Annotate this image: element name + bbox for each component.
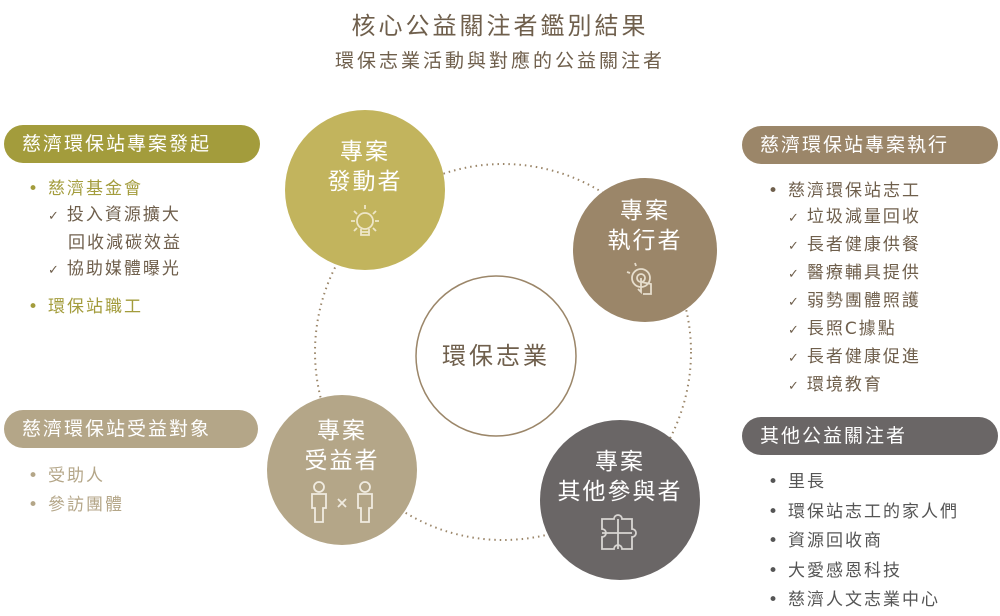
- list-item: 大愛感恩科技: [768, 557, 959, 587]
- list-item: 慈濟基金會: [28, 176, 182, 202]
- list-item: 慈濟人文志業中心: [768, 586, 959, 616]
- execute-list: 慈濟環保站志工 垃圾減量回收 長者健康供餐 醫療輔具提供 弱勢團體照護 長照C據…: [768, 178, 921, 400]
- list-item: 垃圾減量回收: [768, 204, 921, 232]
- list-item: 長者健康促進: [768, 344, 921, 372]
- pill-execute: 慈濟環保站專案執行: [742, 126, 998, 164]
- list-item: 投入資源擴大: [28, 202, 182, 230]
- pill-initiate: 慈濟環保站專案發起: [4, 125, 260, 163]
- people-icon: [311, 481, 373, 523]
- circle-label: 執行者: [607, 228, 683, 254]
- circle-beneficiary: 專案 受益者: [267, 395, 417, 545]
- circle-label: 其他參與者: [557, 479, 683, 505]
- list-item: 長照C據點: [768, 316, 921, 344]
- lightbulb-icon: [351, 205, 379, 236]
- beneficiaries-list: 受助人 參訪團體: [28, 462, 124, 520]
- pill-beneficiaries: 慈濟環保站受益對象: [4, 410, 258, 448]
- list-item: 醫療輔具提供: [768, 260, 921, 288]
- circle-other: 專案 其他參與者: [540, 420, 700, 580]
- touch-icon: [626, 262, 652, 295]
- list-item: 弱勢團體照護: [768, 288, 921, 316]
- list-item: 資源回收商: [768, 527, 959, 557]
- circle-executor: 專案 執行者: [573, 178, 717, 322]
- list-item: 環境教育: [768, 372, 921, 400]
- circle-label: 專案: [595, 449, 645, 475]
- list-item: 受助人: [28, 462, 124, 491]
- list-item: 回收減碳效益: [68, 233, 182, 253]
- circle-label: 發動者: [327, 169, 403, 195]
- list-item: 慈濟環保站志工: [768, 178, 921, 204]
- circle-label: 專案: [317, 418, 367, 444]
- list-item: 長者健康供餐: [768, 232, 921, 260]
- others-list: 里長 環保站志工的家人們 資源回收商 大愛感恩科技 慈濟人文志業中心: [768, 468, 959, 616]
- center-label: 環保志業: [442, 342, 550, 370]
- list-item: 環保站職工: [28, 294, 182, 320]
- list-item: 環保站志工的家人們: [768, 498, 959, 528]
- list-item: 參訪團體: [28, 491, 124, 520]
- page-title: 核心公益關注者鑑別結果: [351, 12, 649, 40]
- circle-label: 受益者: [304, 448, 380, 474]
- initiate-list: 慈濟基金會 投入資源擴大 回收減碳效益 協助媒體曝光 環保站職工: [28, 176, 182, 320]
- page-subtitle: 環保志業活動與對應的公益關注者: [334, 50, 665, 72]
- puzzle-icon: [601, 514, 637, 550]
- circle-initiator: 專案 發動者: [285, 110, 445, 270]
- list-item: 協助媒體曝光: [28, 256, 182, 284]
- circle-label: 專案: [340, 139, 390, 165]
- circle-label: 專案: [620, 198, 670, 224]
- pill-others: 其他公益關注者: [742, 417, 998, 455]
- list-item: 里長: [768, 468, 959, 498]
